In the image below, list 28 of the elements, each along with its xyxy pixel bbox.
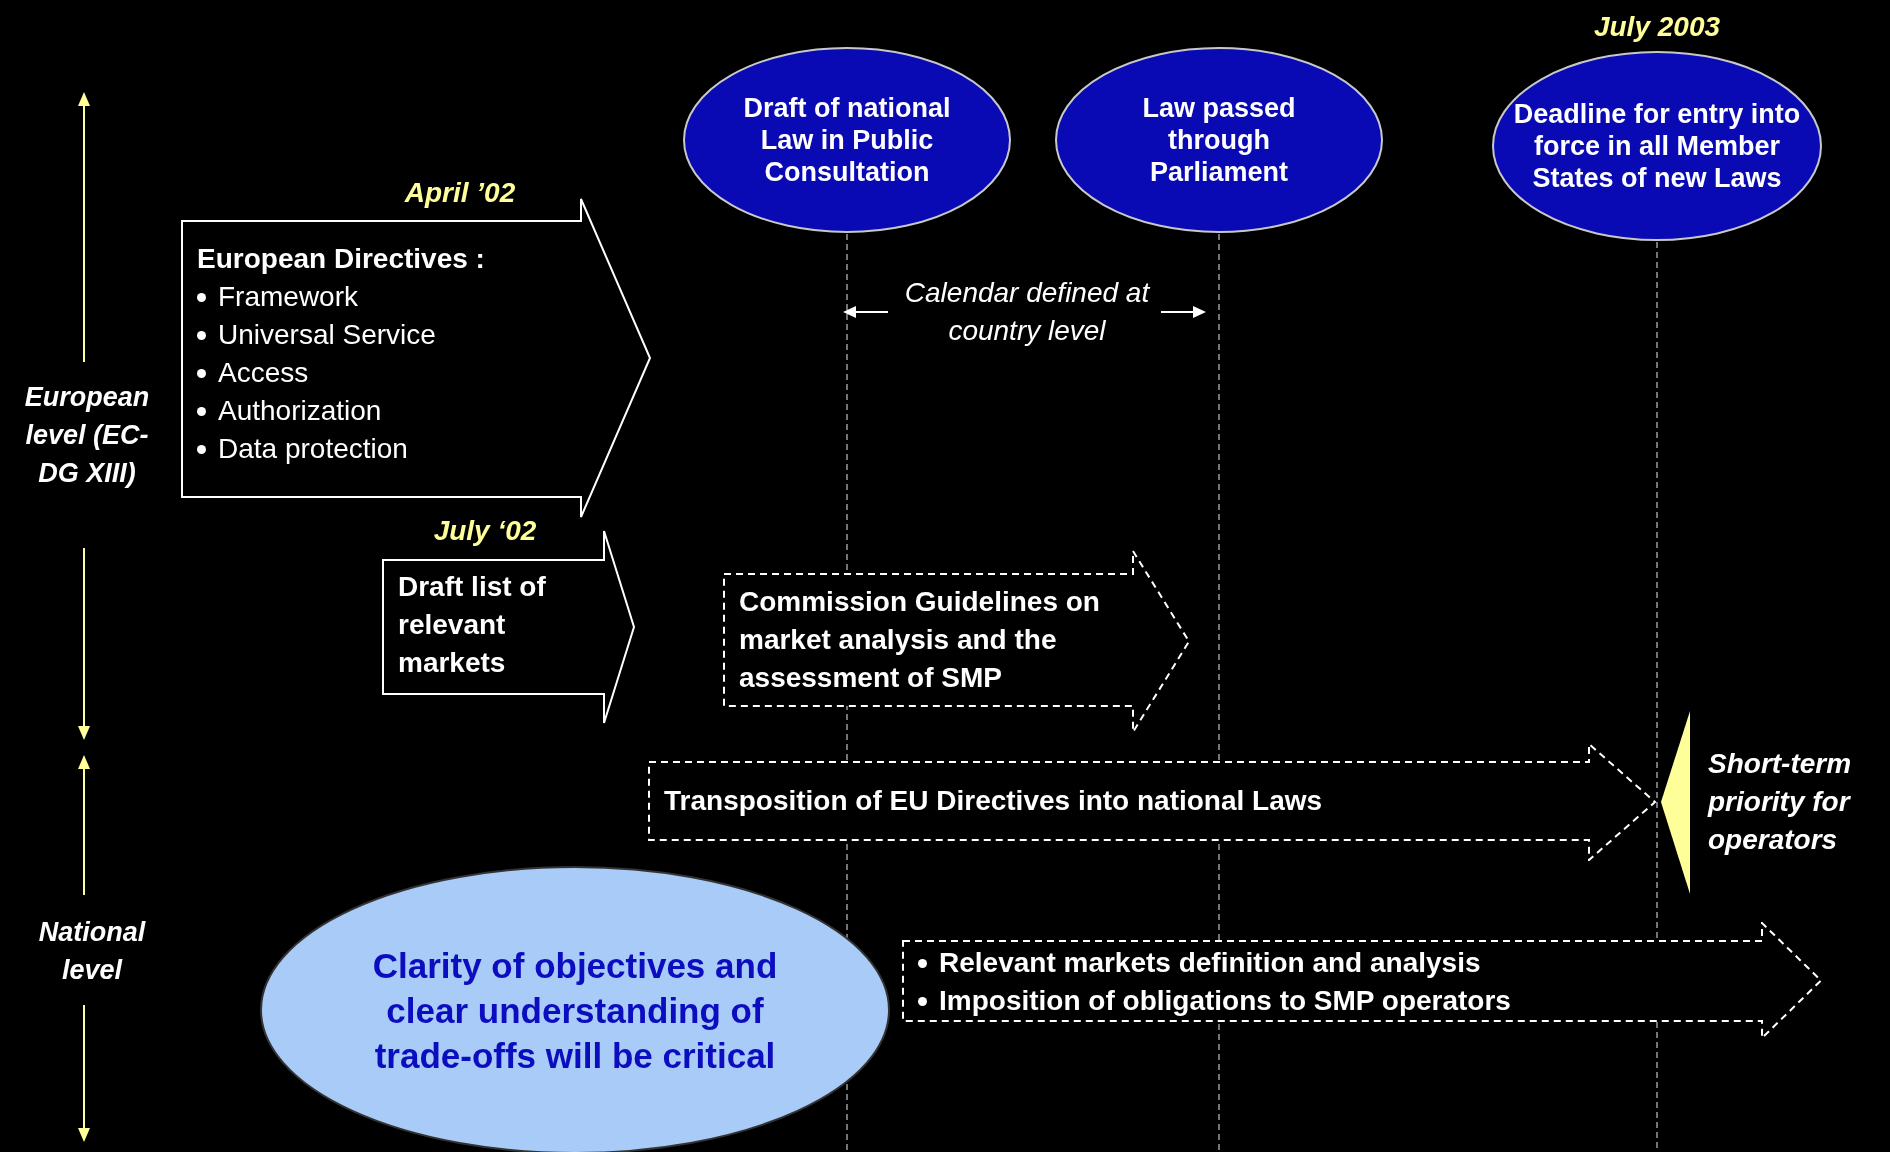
text-label: Calendar defined at country level [903,276,1151,348]
dashed-pentagon-box [723,550,1191,733]
node-text: Law passed through Parliament [1141,92,1297,188]
milestone-ellipse [1491,50,1823,242]
dashed-pentagon-box [902,922,1823,1039]
list-heading: European Directives : [197,242,486,276]
text-label: National level [37,916,147,987]
node-text: Clarity of objectives and clear understanding of trade-offs will be critical [371,944,779,1077]
bullet-item: Access [197,354,567,392]
node-text: Draft of national Law in Public Consultation [742,92,952,188]
dashed-pentagon-box [648,743,1657,861]
bullet-item: Imposition of obligations to SMP operators [918,982,1738,1020]
node-text: Deadline for entry into force in all Member States of new Laws [1512,98,1802,194]
date-label: July ‘02 [432,514,538,548]
text-label: Short-term priority for operators [1708,747,1853,857]
bullet-item: Universal Service [197,316,567,354]
node-text: Transposition of EU Directives into national Laws [664,784,1324,818]
node-text: Draft list of relevant markets [398,570,547,680]
bullet-item: Data protection [197,430,567,468]
date-label: July 2003 [1592,10,1722,44]
text-label: European level (EC-DG XIII) [23,381,151,490]
bullet-item: Framework [197,278,567,316]
milestone-ellipse [682,46,1012,234]
bullet-item: Relevant markets definition and analysis [918,944,1738,982]
node-text: Commission Guidelines on market analysis and the assessment of SMP [739,585,1101,695]
milestone-ellipse [1054,46,1384,234]
bullet-item: Authorization [197,392,567,430]
date-label: April ’02 [403,176,517,210]
